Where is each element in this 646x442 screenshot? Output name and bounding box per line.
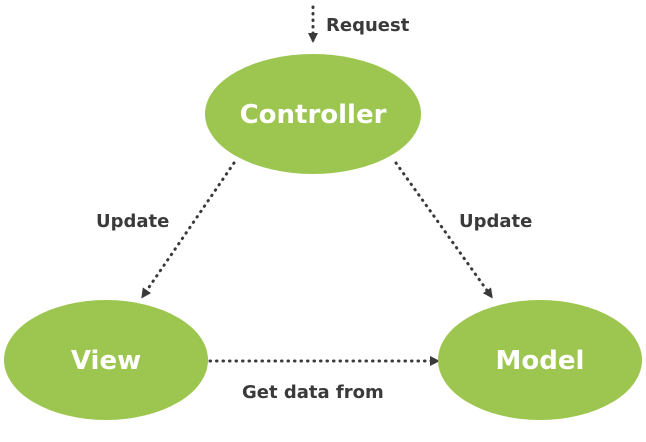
view-node: View xyxy=(4,300,208,420)
controller-to-view-arrow xyxy=(141,161,236,299)
controller-node: Controller xyxy=(205,54,421,174)
model-label: Model xyxy=(496,346,585,376)
request-label: Request xyxy=(326,15,410,36)
controller-to-model-arrow xyxy=(394,161,493,299)
view-label: View xyxy=(71,346,141,376)
model-node: Model xyxy=(438,300,642,420)
view-to-model-label: Get data from xyxy=(242,382,384,403)
controller-label: Controller xyxy=(240,100,387,130)
controller-to-model-label: Update xyxy=(459,211,532,232)
controller-to-view-label: Update xyxy=(96,211,169,232)
